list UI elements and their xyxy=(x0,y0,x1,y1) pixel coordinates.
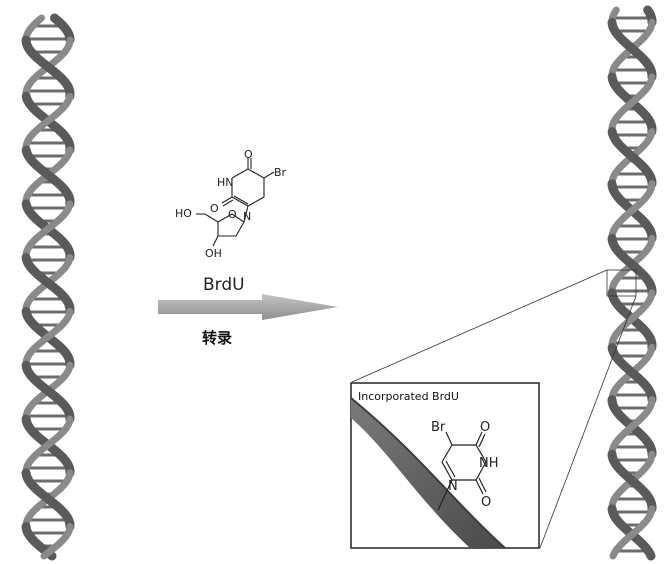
atom-oh: OH xyxy=(205,247,222,260)
inset-atom-br: Br xyxy=(431,420,446,435)
arrow-label: 转录 xyxy=(202,329,232,347)
atom-ho: HO xyxy=(175,207,192,220)
inset-title: Incorporated BrdU xyxy=(358,390,459,403)
brdu-structure xyxy=(196,158,275,247)
inset-atom-nh: NH xyxy=(479,456,499,471)
zoom-line-top xyxy=(351,269,608,383)
atom-o-top: O xyxy=(244,148,253,161)
inset-panel: Incorporated BrdU Br O NH N O xyxy=(350,382,540,549)
helix-strand-2 xyxy=(40,550,51,560)
helix-strand-1 xyxy=(645,549,656,561)
inset-brdu-structure xyxy=(437,431,487,511)
transcription-arrow xyxy=(158,294,338,320)
brdu-label: BrdU xyxy=(203,275,245,295)
zoom-source-box xyxy=(606,269,637,297)
helix-strand-2 xyxy=(609,550,618,560)
atom-n: N xyxy=(243,210,251,223)
brdu-atom-labels: O HN Br O N HO O OH xyxy=(175,148,287,260)
inset-atom-n: N xyxy=(448,479,458,494)
atom-o-left: O xyxy=(210,202,219,215)
dna-helix-left xyxy=(21,13,75,561)
atom-br: Br xyxy=(274,166,287,179)
zoom-line-bottom xyxy=(539,295,637,549)
inset-atom-o-bottom: O xyxy=(481,495,491,510)
inset-atom-o-top: O xyxy=(480,420,490,435)
atom-hn: HN xyxy=(217,176,234,189)
dna-helix-right xyxy=(607,5,657,561)
atom-o-ring: O xyxy=(228,208,237,221)
